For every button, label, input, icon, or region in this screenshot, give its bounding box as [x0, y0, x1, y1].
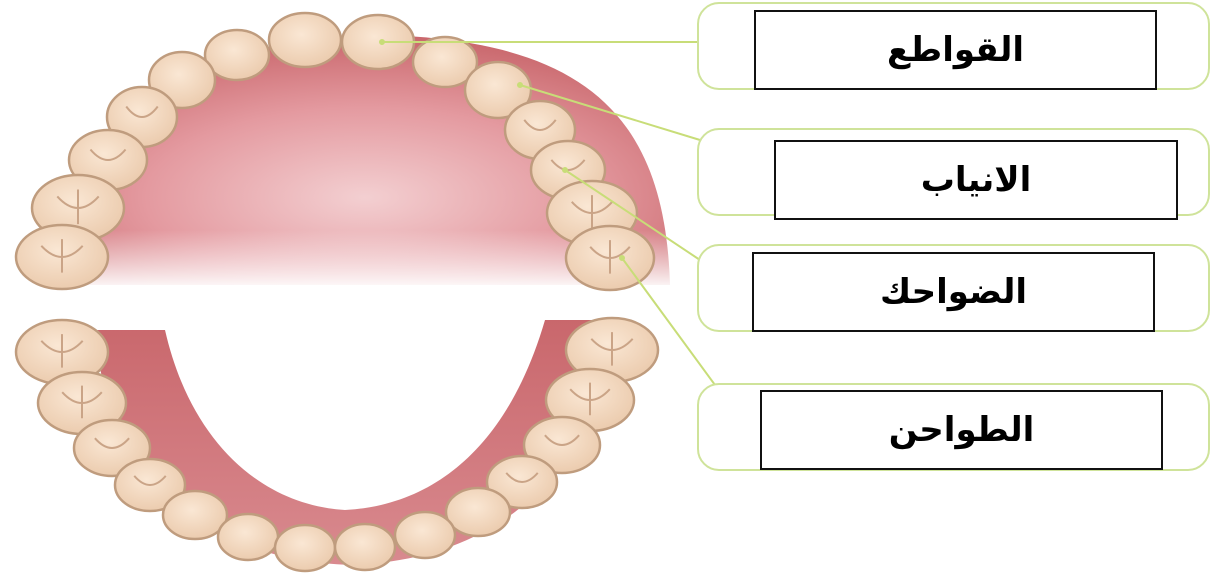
label-box-premolars: الضواحك [752, 252, 1155, 332]
leader-dot-incisors [380, 40, 384, 44]
label-box-incisors: القواطع [754, 10, 1157, 90]
upper-incisor-tooth [269, 13, 341, 67]
leader-dot-molars [620, 256, 624, 260]
lower-incisor-tooth [275, 525, 335, 571]
lower-canine-tooth [446, 488, 510, 536]
lower-incisor-tooth [218, 514, 278, 560]
lower-incisor-tooth [395, 512, 455, 558]
label-box-canines: الانياب [774, 140, 1178, 220]
leader-dot-premolars [563, 168, 567, 172]
label-premolars: الضواحك [880, 272, 1027, 312]
leader-dot-canines [518, 83, 522, 87]
upper-molar-tooth [16, 225, 108, 289]
lower-incisor-tooth [335, 524, 395, 570]
label-canines: الانياب [921, 160, 1032, 200]
lower-canine-tooth [163, 491, 227, 539]
label-molars: الطواحن [889, 410, 1035, 450]
upper-molar-tooth [566, 226, 654, 290]
label-incisors: القواطع [887, 30, 1024, 70]
label-box-molars: الطواحن [760, 390, 1163, 470]
